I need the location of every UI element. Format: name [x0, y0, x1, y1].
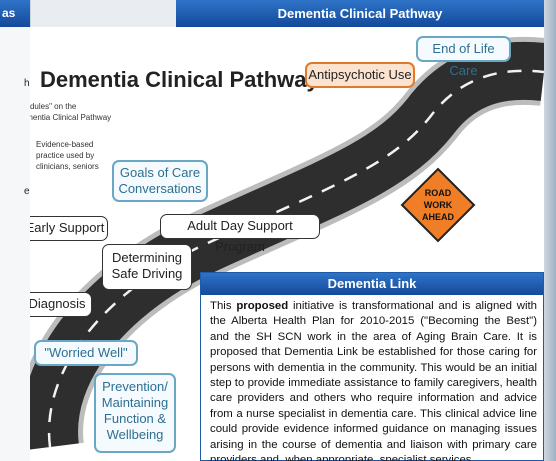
left-panel-text: h — [24, 78, 30, 89]
dementia-link-text: This proposed initiative is transformati… — [210, 300, 537, 461]
early-support-box: Early Support — [30, 216, 108, 241]
scrollbar-strip[interactable] — [544, 0, 556, 461]
svg-text:WORK: WORK — [424, 200, 453, 210]
determining-safe-driving-box: Determining Safe Driving — [102, 244, 192, 290]
panel-header: Dementia Clinical Pathway — [176, 0, 544, 27]
svg-text:AHEAD: AHEAD — [422, 212, 455, 222]
worried-well-box: "Worried Well" — [34, 340, 138, 366]
end-of-life-care-box: End of Life Care — [416, 36, 511, 78]
diagnosis-box: Diagnosis — [30, 292, 92, 317]
svg-text:ROAD: ROAD — [425, 188, 452, 198]
evidence-note: Evidence-based practice used by clinicia… — [36, 140, 99, 171]
left-panel: as h e — [0, 0, 31, 461]
dementia-link-panel: Dementia Link This proposed initiative i… — [200, 272, 544, 461]
left-panel-header: as — [0, 0, 30, 27]
left-panel-text: e — [24, 186, 30, 197]
modules-note: "modules" on the Dementia Clinical Pathw… — [30, 102, 112, 122]
road-work-sign-icon: ROAD WORK AHEAD — [400, 167, 476, 243]
dementia-link-title: Dementia Link — [201, 273, 543, 295]
prevention-box: Prevention/ Maintaining Function & Wellb… — [94, 373, 176, 453]
slide-title: Dementia Clinical Pathway — [40, 67, 319, 92]
slide-image: Dementia Clinical Pathway "modules" on t… — [30, 27, 544, 461]
goals-of-care-box: Goals of Care Conversations — [112, 160, 208, 202]
adult-day-support-box: Adult Day Support Program — [160, 214, 320, 254]
antipsychotic-use-box: Antipsychotic Use — [305, 62, 415, 88]
